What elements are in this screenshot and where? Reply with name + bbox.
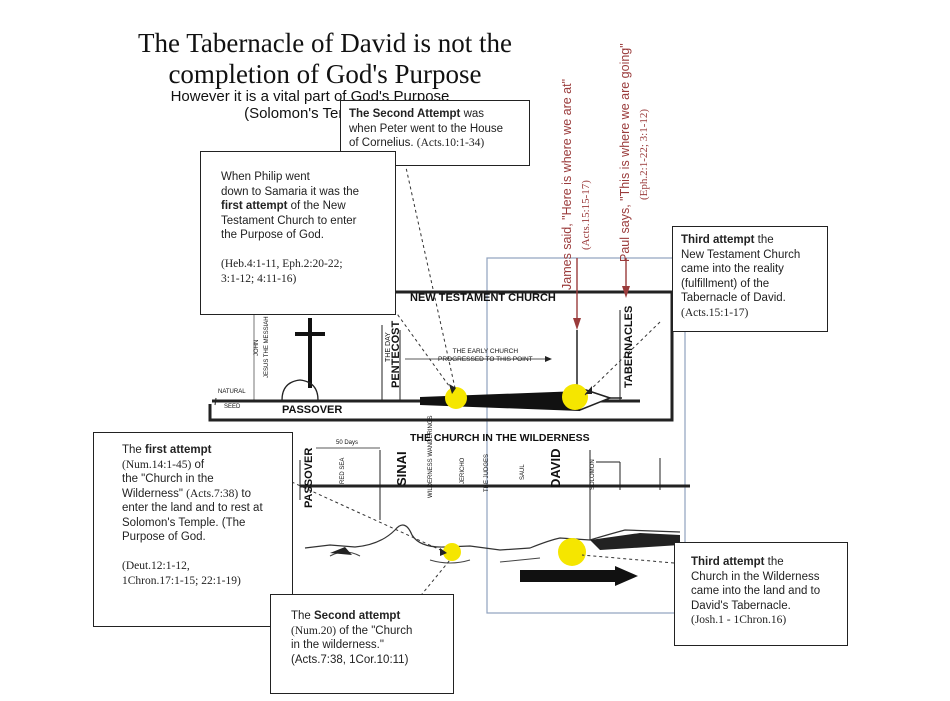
w-third-text-2: Church in the Wilderness	[691, 570, 820, 583]
early-church-line-1: THE EARLY CHURCH	[452, 348, 519, 355]
w-third-text-3: came into the land and to	[691, 585, 821, 597]
w-first-text-3: Wilderness"	[122, 487, 187, 500]
nt-second-text-1: was	[460, 108, 485, 120]
w-third-text-1: the	[764, 556, 784, 568]
nt-second-bold: The Second Attempt	[349, 108, 461, 120]
w-second-text-1: of the "Church	[336, 624, 413, 637]
judges-label: THE JUDGES	[484, 453, 490, 492]
box-nt-second-attempt: The Second Attempt was when Peter went t…	[340, 100, 530, 166]
w-first-text-1: of	[191, 458, 205, 471]
pentecost-label: PENTECOST	[390, 320, 402, 388]
nt-first-text-2: down to Samaria it was the	[221, 185, 360, 198]
nt-first-bold: first attempt	[221, 200, 288, 212]
guide-frame	[486, 257, 686, 614]
marker-nt-second	[445, 387, 467, 409]
nt-third-text-2: New Testament Church	[681, 248, 801, 261]
wilderness-arrow	[520, 566, 638, 586]
w-first-ref-4: 1Chron.17:1-15; 22:1-19)	[122, 574, 241, 587]
box-nt-third-attempt: Third attempt the New Testament Church c…	[672, 226, 828, 332]
nt-first-text-5: the Purpose of God.	[221, 229, 324, 241]
natural-label: NATURAL	[218, 389, 246, 395]
w-first-ref-2: (Acts.7:38)	[186, 487, 239, 500]
nt-first-ref-2: 3:1-12; 4:11-16)	[221, 272, 297, 285]
box-w-second-attempt: The Second attempt (Num.20) of the "Chur…	[270, 594, 454, 694]
mountain-line	[304, 524, 681, 551]
nt-third-text-1: the	[754, 234, 774, 246]
red-sea-label: RED SEA	[340, 457, 346, 484]
nt-third-text-4: (fulfillment) of the	[681, 277, 770, 290]
box-nt-first-attempt: When Philip went down to Samaria it was …	[200, 151, 396, 315]
w-first-ref-3: (Deut.12:1-12,	[122, 560, 190, 572]
james-ref: (Acts.15:15-17)	[578, 180, 592, 250]
title-line-1: The Tabernacle of David is not the	[138, 28, 512, 58]
jericho-label: JERICHO	[460, 457, 466, 484]
w-second-text-3: (Acts.7:38, 1Cor.10:11)	[291, 653, 409, 666]
james-ref-text: (Acts.15:15-17)	[580, 180, 592, 250]
w-second-ref-1: (Num.20)	[291, 624, 337, 637]
saul-label: SAUL	[520, 464, 526, 480]
box-w-third-attempt: Third attempt the Church in the Wilderne…	[674, 542, 848, 646]
w-third-bold: Third attempt	[691, 556, 765, 568]
w-second-text-2: in the wilderness."	[291, 639, 384, 651]
nt-third-bold: Third attempt	[681, 234, 755, 246]
nt-second-ref: (Acts.10:1-34)	[416, 137, 485, 149]
nt-second-text-2: when Peter went to the House	[349, 122, 504, 135]
nt-header: NEW TESTAMENT CHURCH	[410, 292, 556, 304]
w-second-bold: Second attempt	[314, 610, 401, 622]
title-line-2: completion of God's Purpose	[168, 59, 482, 89]
paul-quote: Paul says, "This is where we are going"	[618, 43, 632, 262]
nt-third-ref: (Acts.15:1-17)	[681, 306, 749, 319]
nt-third-text-3: came into the reality	[681, 263, 784, 275]
w-passover-label: PASSOVER	[303, 447, 315, 508]
early-church-label: THE EARLY CHURCH PROGRESSED TO THIS POIN…	[438, 348, 533, 364]
w-first-text-5: enter the land and to rest at	[122, 502, 263, 514]
fifty-days-label: 50 Days	[336, 440, 359, 446]
jesus-label: JESUS THE MESSIAH	[264, 316, 270, 378]
w-third-ref: (Josh.1 - 1Chron.16)	[691, 614, 787, 626]
sinai-label: SINAI	[394, 451, 409, 486]
box-w-first-attempt: The first attempt (Num.14:1-45) of the "…	[93, 432, 293, 627]
w-third-text-4: David's Tabernacle.	[691, 599, 791, 612]
nt-first-text-3: of the New	[287, 200, 346, 212]
david-label: DAVID	[548, 448, 563, 488]
wilderness-label: WILDERNESS WANDERINGS	[428, 415, 434, 498]
nt-second-text-3: of Cornelius.	[349, 137, 417, 149]
seed-label: SEED	[224, 404, 241, 410]
tabernacles-label: TABERNACLES	[623, 305, 635, 388]
w-first-text-7: Purpose of God.	[122, 531, 206, 543]
w-first-text-6: Solomon's Temple. (The	[122, 516, 246, 529]
w-header: THE CHURCH IN THE WILDERNESS	[410, 432, 590, 444]
paul-ref-text: (Eph.2:1-22; 3:1-12)	[638, 108, 650, 200]
nt-third-text-5: Tabernacle of David.	[681, 292, 786, 304]
w-first-pre: The	[122, 444, 146, 456]
james-quote: James said, "Here is where we are at"	[560, 78, 574, 290]
solomon-label: SOLOMON	[590, 459, 596, 490]
paul-label: Paul says, "This is where we are going"	[618, 43, 632, 262]
nt-passover-label: PASSOVER	[282, 404, 343, 416]
w-second-pre: The	[291, 610, 315, 622]
marker-w-second	[443, 543, 461, 561]
w-first-text-2: the "Church in the	[122, 473, 214, 485]
w-first-bold: first attempt	[145, 444, 212, 456]
paul-ref: (Eph.2:1-22; 3:1-12)	[636, 109, 650, 200]
nt-arrow	[420, 391, 580, 411]
james-label: James said, "Here is where we are at"	[560, 79, 574, 290]
john-label: JOHN	[254, 339, 260, 356]
nt-first-text-1: When Philip went	[221, 171, 310, 183]
page-title: The Tabernacle of David is not the compl…	[95, 28, 555, 90]
nt-first-ref-1: (Heb.4:1-11, Eph.2:20-22;	[221, 258, 343, 270]
marker-w-third	[558, 538, 586, 566]
nt-first-text-4: Testament Church to enter	[221, 214, 357, 227]
marker-nt-third	[562, 384, 588, 410]
w-first-ref-1: (Num.14:1-45)	[122, 458, 192, 471]
w-first-text-4: to	[238, 487, 252, 500]
early-church-line-2: PROGRESSED TO THIS POINT	[438, 356, 533, 363]
